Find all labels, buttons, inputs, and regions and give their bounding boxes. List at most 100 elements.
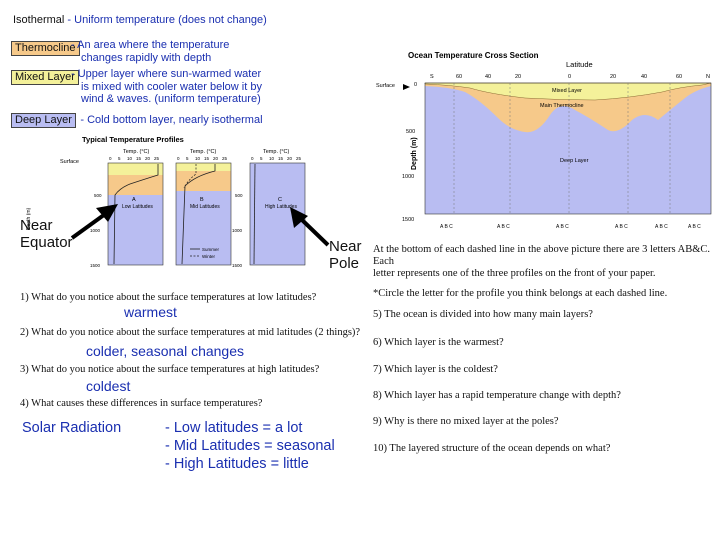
solar-radiation-label: Solar Radiation xyxy=(22,419,121,437)
answer-1: warmest xyxy=(124,304,177,320)
mixed-def-line: - Upper layer where sun-warmed water xyxy=(71,68,262,81)
panel-a-letter: A xyxy=(132,197,136,203)
panel-c-ticks: 0 5 10 15 20 25 xyxy=(251,156,302,161)
panel-a-thermocline xyxy=(108,175,163,195)
near-equator-line: Near xyxy=(20,217,73,234)
mixed-layer-def: - Upper layer where sun-warmed water is … xyxy=(71,68,262,106)
profile-panel-b: Temp. (°C) 0 5 10 15 20 25 B Mid Latitud… xyxy=(176,149,231,265)
mixed-def-line: is mixed with cooler water below it by xyxy=(71,81,262,94)
lat-tick: 20 xyxy=(610,74,616,80)
depth-tick: 500 xyxy=(406,129,415,135)
panel-a-temp-label: Temp. (°C) xyxy=(123,149,150,155)
surface-pointer xyxy=(403,84,410,90)
depth-tick: 0 xyxy=(414,82,417,88)
near-equator-line: Equator xyxy=(20,234,73,251)
near-pole-line: Pole xyxy=(329,255,362,272)
thermocline-term: Thermocline xyxy=(11,41,80,56)
solar-list: - Low latitudes = a lot - Mid Latitudes … xyxy=(165,419,335,473)
tick-label: 15 xyxy=(136,156,142,161)
mixed-def-line: wind & waves. (uniform temperature) xyxy=(71,93,262,106)
abc-label: A B C xyxy=(497,224,510,230)
tick-label: 25 xyxy=(154,156,160,161)
tick-label: 0 xyxy=(177,156,180,161)
instructions: At the bottom of each dashed line in the… xyxy=(373,244,713,300)
profile-panel-c: Temp. (°C) 0 5 10 15 20 25 C High Latitu… xyxy=(232,149,305,268)
near-equator-label: Near Equator xyxy=(20,217,73,251)
isothermal-term: Isothermal xyxy=(13,14,64,26)
panel-c-depths: 500 1000 1500 xyxy=(232,193,243,268)
profiles-surface-label: Surface xyxy=(60,159,79,165)
lat-n: N xyxy=(706,74,710,80)
lat-tick: 60 xyxy=(676,74,682,80)
thermocline-def-line: changes rapidly with depth xyxy=(71,52,229,65)
legend-winter: Winter xyxy=(202,254,216,259)
solar-line: - High Latitudes = little xyxy=(165,455,335,473)
deep-layer-def: - Cold bottom layer, nearly isothermal xyxy=(80,114,262,126)
depth-label: 1000 xyxy=(90,228,101,233)
panel-a-mixed xyxy=(108,163,163,175)
answer-3: coldest xyxy=(86,378,130,394)
cross-section-surface: Surface xyxy=(376,83,395,89)
question-5: 5) The ocean is divided into how many ma… xyxy=(373,309,593,321)
lat-tick: 60 xyxy=(456,74,462,80)
panel-c-letter: C xyxy=(278,197,282,203)
question-4: 4) What causes these differences in surf… xyxy=(20,398,262,410)
profiles-title: Typical Temperature Profiles xyxy=(82,135,184,144)
mixed-layer-row: Mixed Layer xyxy=(11,67,79,85)
depth-label: 1500 xyxy=(232,263,243,268)
answer-2: colder, seasonal changes xyxy=(86,343,244,359)
mixed-layer-term: Mixed Layer xyxy=(11,70,79,85)
tick-label: 5 xyxy=(260,156,263,161)
depth-axis-label: Depth (m) xyxy=(411,137,418,170)
depth-label: 500 xyxy=(94,193,102,198)
tick-label: 15 xyxy=(278,156,284,161)
tick-label: 0 xyxy=(251,156,254,161)
question-9: 9) Why is there no mixed layer at the po… xyxy=(373,416,559,428)
tick-label: 20 xyxy=(213,156,219,161)
solar-line: - Mid Latitudes = seasonal xyxy=(165,437,335,455)
lat-tick: 20 xyxy=(515,74,521,80)
isothermal-def: Uniform temperature (does not change) xyxy=(74,14,267,26)
tick-label: 5 xyxy=(186,156,189,161)
panel-b-mixed xyxy=(176,163,231,171)
deep-layer-row: Deep Layer - Cold bottom layer, nearly i… xyxy=(11,110,263,128)
tick-label: 0 xyxy=(109,156,112,161)
question-8: 8) Which layer has a rapid temperature c… xyxy=(373,390,621,402)
depth-label: 1500 xyxy=(90,263,101,268)
tick-label: 20 xyxy=(287,156,293,161)
abc-label: A B C xyxy=(615,224,628,230)
question-3: 3) What do you notice about the surface … xyxy=(20,364,319,376)
deep-layer-term: Deep Layer xyxy=(11,113,76,128)
near-pole-line: Near xyxy=(329,238,362,255)
equator-arrow-shaft xyxy=(72,212,108,238)
abc-label: A B C xyxy=(655,224,668,230)
panel-c-temp-label: Temp. (°C) xyxy=(263,149,290,155)
lat-tick: 40 xyxy=(485,74,491,80)
panel-b-letter: B xyxy=(200,197,204,203)
tick-label: 10 xyxy=(269,156,275,161)
latitude-label: Latitude xyxy=(566,60,593,69)
temperature-profiles-figure: Typical Temperature Profiles Surface Dep… xyxy=(10,130,330,275)
abc-label: A B C xyxy=(688,224,701,230)
abc-labels: A B C A B C A B C A B C A B C A B C xyxy=(440,224,701,230)
near-pole-label: Near Pole xyxy=(329,238,362,272)
tick-label: 25 xyxy=(296,156,302,161)
question-2: 2) What do you notice about the surface … xyxy=(20,327,360,339)
tick-label: 25 xyxy=(222,156,228,161)
legend-summer: Summer xyxy=(202,247,220,252)
thermocline-row: Thermocline xyxy=(11,38,80,56)
depth-tick: 1000 xyxy=(402,174,414,180)
depth-tick: 1500 xyxy=(402,217,414,223)
instruction-line: letter represents one of the three profi… xyxy=(373,268,713,280)
question-7: 7) Which layer is the coldest? xyxy=(373,364,498,376)
panel-a-ticks: 0 5 10 15 20 25 xyxy=(109,156,160,161)
abc-label: A B C xyxy=(556,224,569,230)
question-10: 10) The layered structure of the ocean d… xyxy=(373,443,610,455)
instruction-line: At the bottom of each dashed line in the… xyxy=(373,244,713,268)
latitude-ticks: S 60 40 20 0 20 40 60 N xyxy=(430,74,710,80)
tick-label: 20 xyxy=(145,156,151,161)
lat-s: S xyxy=(430,74,434,80)
panel-a-depths: 500 1000 1500 xyxy=(90,193,102,268)
depth-label: 500 xyxy=(235,193,243,198)
tick-label: 10 xyxy=(195,156,201,161)
